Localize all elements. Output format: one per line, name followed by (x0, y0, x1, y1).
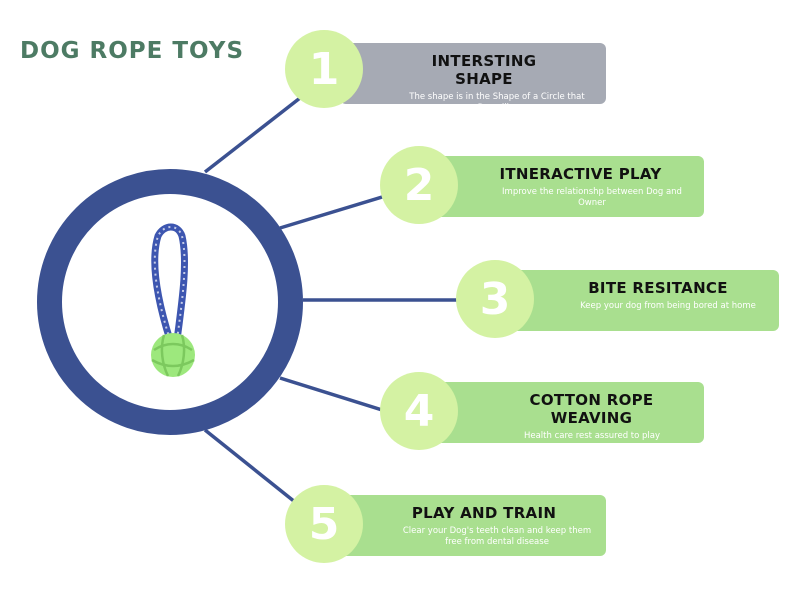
item-4-heading: COTTON ROPE WEAVING (529, 391, 654, 427)
item-2-text: Improve the relationshp between Dog and … (502, 187, 682, 208)
item-4-badge: 4 (380, 372, 458, 450)
item-5-badge: 5 (285, 485, 363, 563)
item-1-text: The shape is in the Shape of a Circle th… (409, 92, 585, 113)
item-2-card: ITNERACTIVE PLAY Improve the relationshp… (435, 156, 704, 217)
item-1-card: INTERSTING SHAPE The shape is in the Sha… (340, 43, 606, 113)
item-4-text: Health care rest assured to play (523, 431, 661, 441)
connector-1 (203, 96, 302, 174)
page-title: DOG ROPE TOYS (20, 38, 245, 64)
connector-4 (279, 376, 383, 412)
item-3-card: BITE RESITANCE Keep your dog from being … (511, 270, 779, 331)
item-4-card: COTTON ROPE WEAVING Health care rest ass… (435, 382, 704, 443)
rope-loop (151, 223, 188, 344)
item-2-badge: 2 (380, 146, 458, 224)
item-3-heading: BITE RESITANCE (588, 279, 728, 297)
item-5-text: Clear your Dog's teeth clean and keep th… (402, 526, 592, 547)
item-3-badge: 3 (456, 260, 534, 338)
rope-toy-image (151, 223, 195, 377)
item-2-heading: ITNERACTIVE PLAY (499, 165, 662, 183)
item-3-text: Keep your dog from being bored at home (580, 301, 756, 311)
knot-weave (151, 334, 195, 377)
item-5-heading: PLAY AND TRAIN (411, 504, 557, 522)
item-1-heading: INTERSTING SHAPE (431, 52, 537, 88)
connector-5 (203, 428, 302, 508)
item-1-badge: 1 (285, 30, 363, 108)
knot-ball (151, 333, 195, 377)
connector-2 (279, 195, 383, 230)
item-5-card: PLAY AND TRAIN Clear your Dog's teeth cl… (340, 495, 606, 556)
